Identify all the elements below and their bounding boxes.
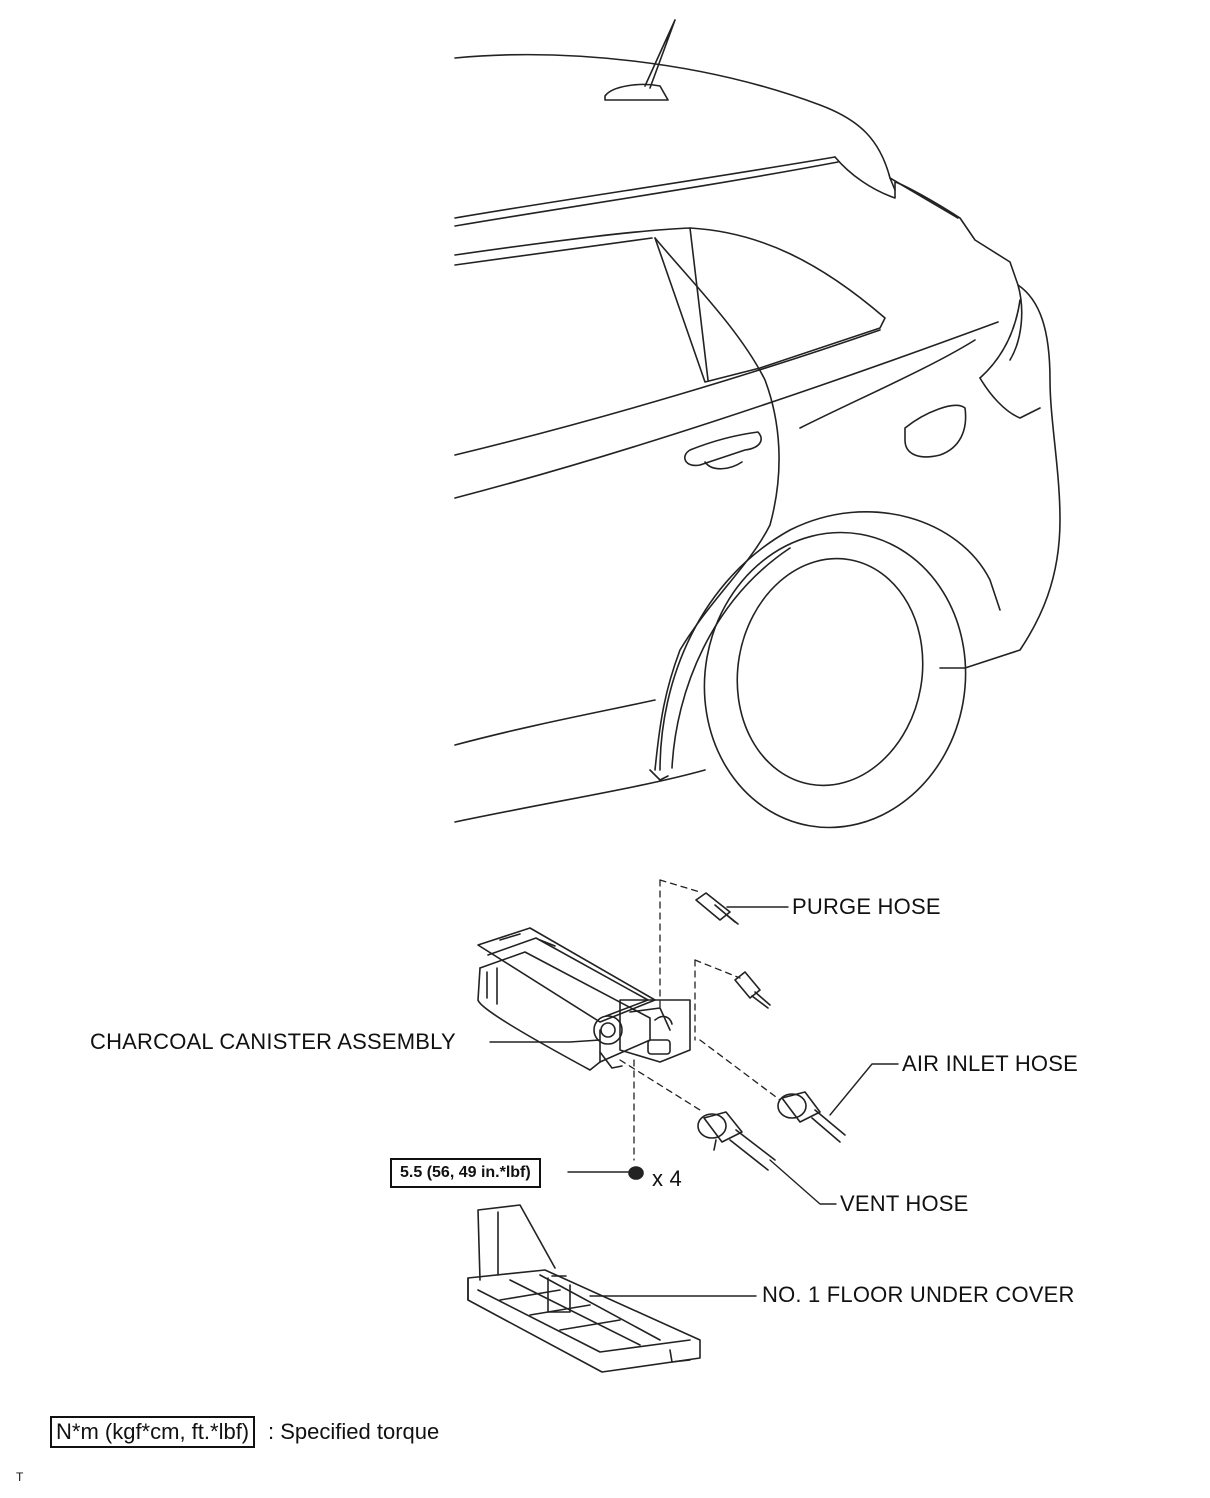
charcoal-canister-label: CHARCOAL CANISTER ASSEMBLY [90,1029,456,1054]
connector-drawing [734,971,771,1009]
antenna [604,19,676,101]
fuel-door [904,404,967,458]
roof-line [454,53,896,191]
floor-under-cover-label: NO. 1 FLOOR UNDER COVER [762,1282,1075,1307]
air-inlet-hose-label: AIR INLET HOSE [902,1051,1078,1076]
corner-mark: T [16,1470,24,1484]
nut-drawing [628,1166,644,1180]
quantity-label: x 4 [652,1166,682,1191]
door-edge [654,237,780,771]
vent-hose-label: VENT HOSE [840,1191,969,1216]
wheel-arch [659,510,1001,771]
charcoal-canister-drawing [477,927,691,1071]
floor-under-cover-drawing [467,1204,701,1373]
rear-quarter-window [454,227,886,383]
door-handle [684,431,762,467]
torque-spec-box: 5.5 (56, 49 in.*lbf) [390,1158,541,1188]
leader-lines [489,906,899,1297]
purge-hose-label: PURGE HOSE [792,894,941,919]
purge-hose-drawing [695,892,739,925]
vehicle-outline [454,19,1061,829]
air-inlet-hose-drawing [777,1091,846,1143]
assembly-guide-lines [619,879,781,1161]
legend-torque-unit-box: N*m (kgf*cm, ft.*lbf) [50,1416,256,1448]
rear-tire [703,531,967,829]
legend-description: : Specified torque [268,1419,440,1444]
vent-hose-drawing [697,1111,776,1171]
